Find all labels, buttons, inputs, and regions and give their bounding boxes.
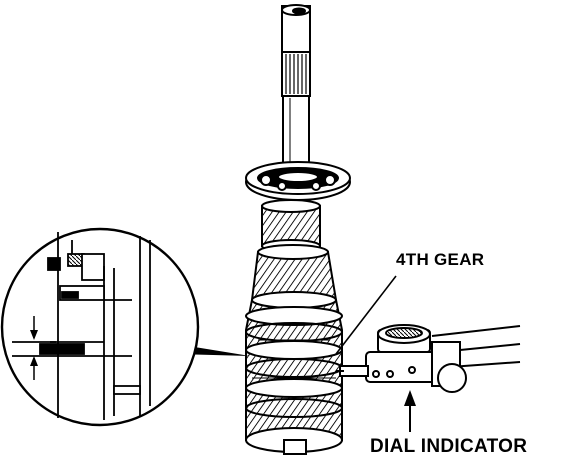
gear-stack [245,244,343,455]
spline-section [281,51,311,97]
detail-view [0,227,200,427]
indicator-plunger [339,365,369,377]
shaft-body [282,95,310,167]
arrow-up-icon [404,390,416,432]
fourth-gear-leader [335,275,397,355]
dial-indicator-label: DIAL INDICATOR [370,436,528,457]
double-arrow-icon [30,316,38,380]
fourth-gear-label: 4TH GEAR [396,250,485,269]
ball-bearing [245,161,351,201]
mainshaft [281,4,311,167]
dial-indicator-tool [336,324,521,393]
